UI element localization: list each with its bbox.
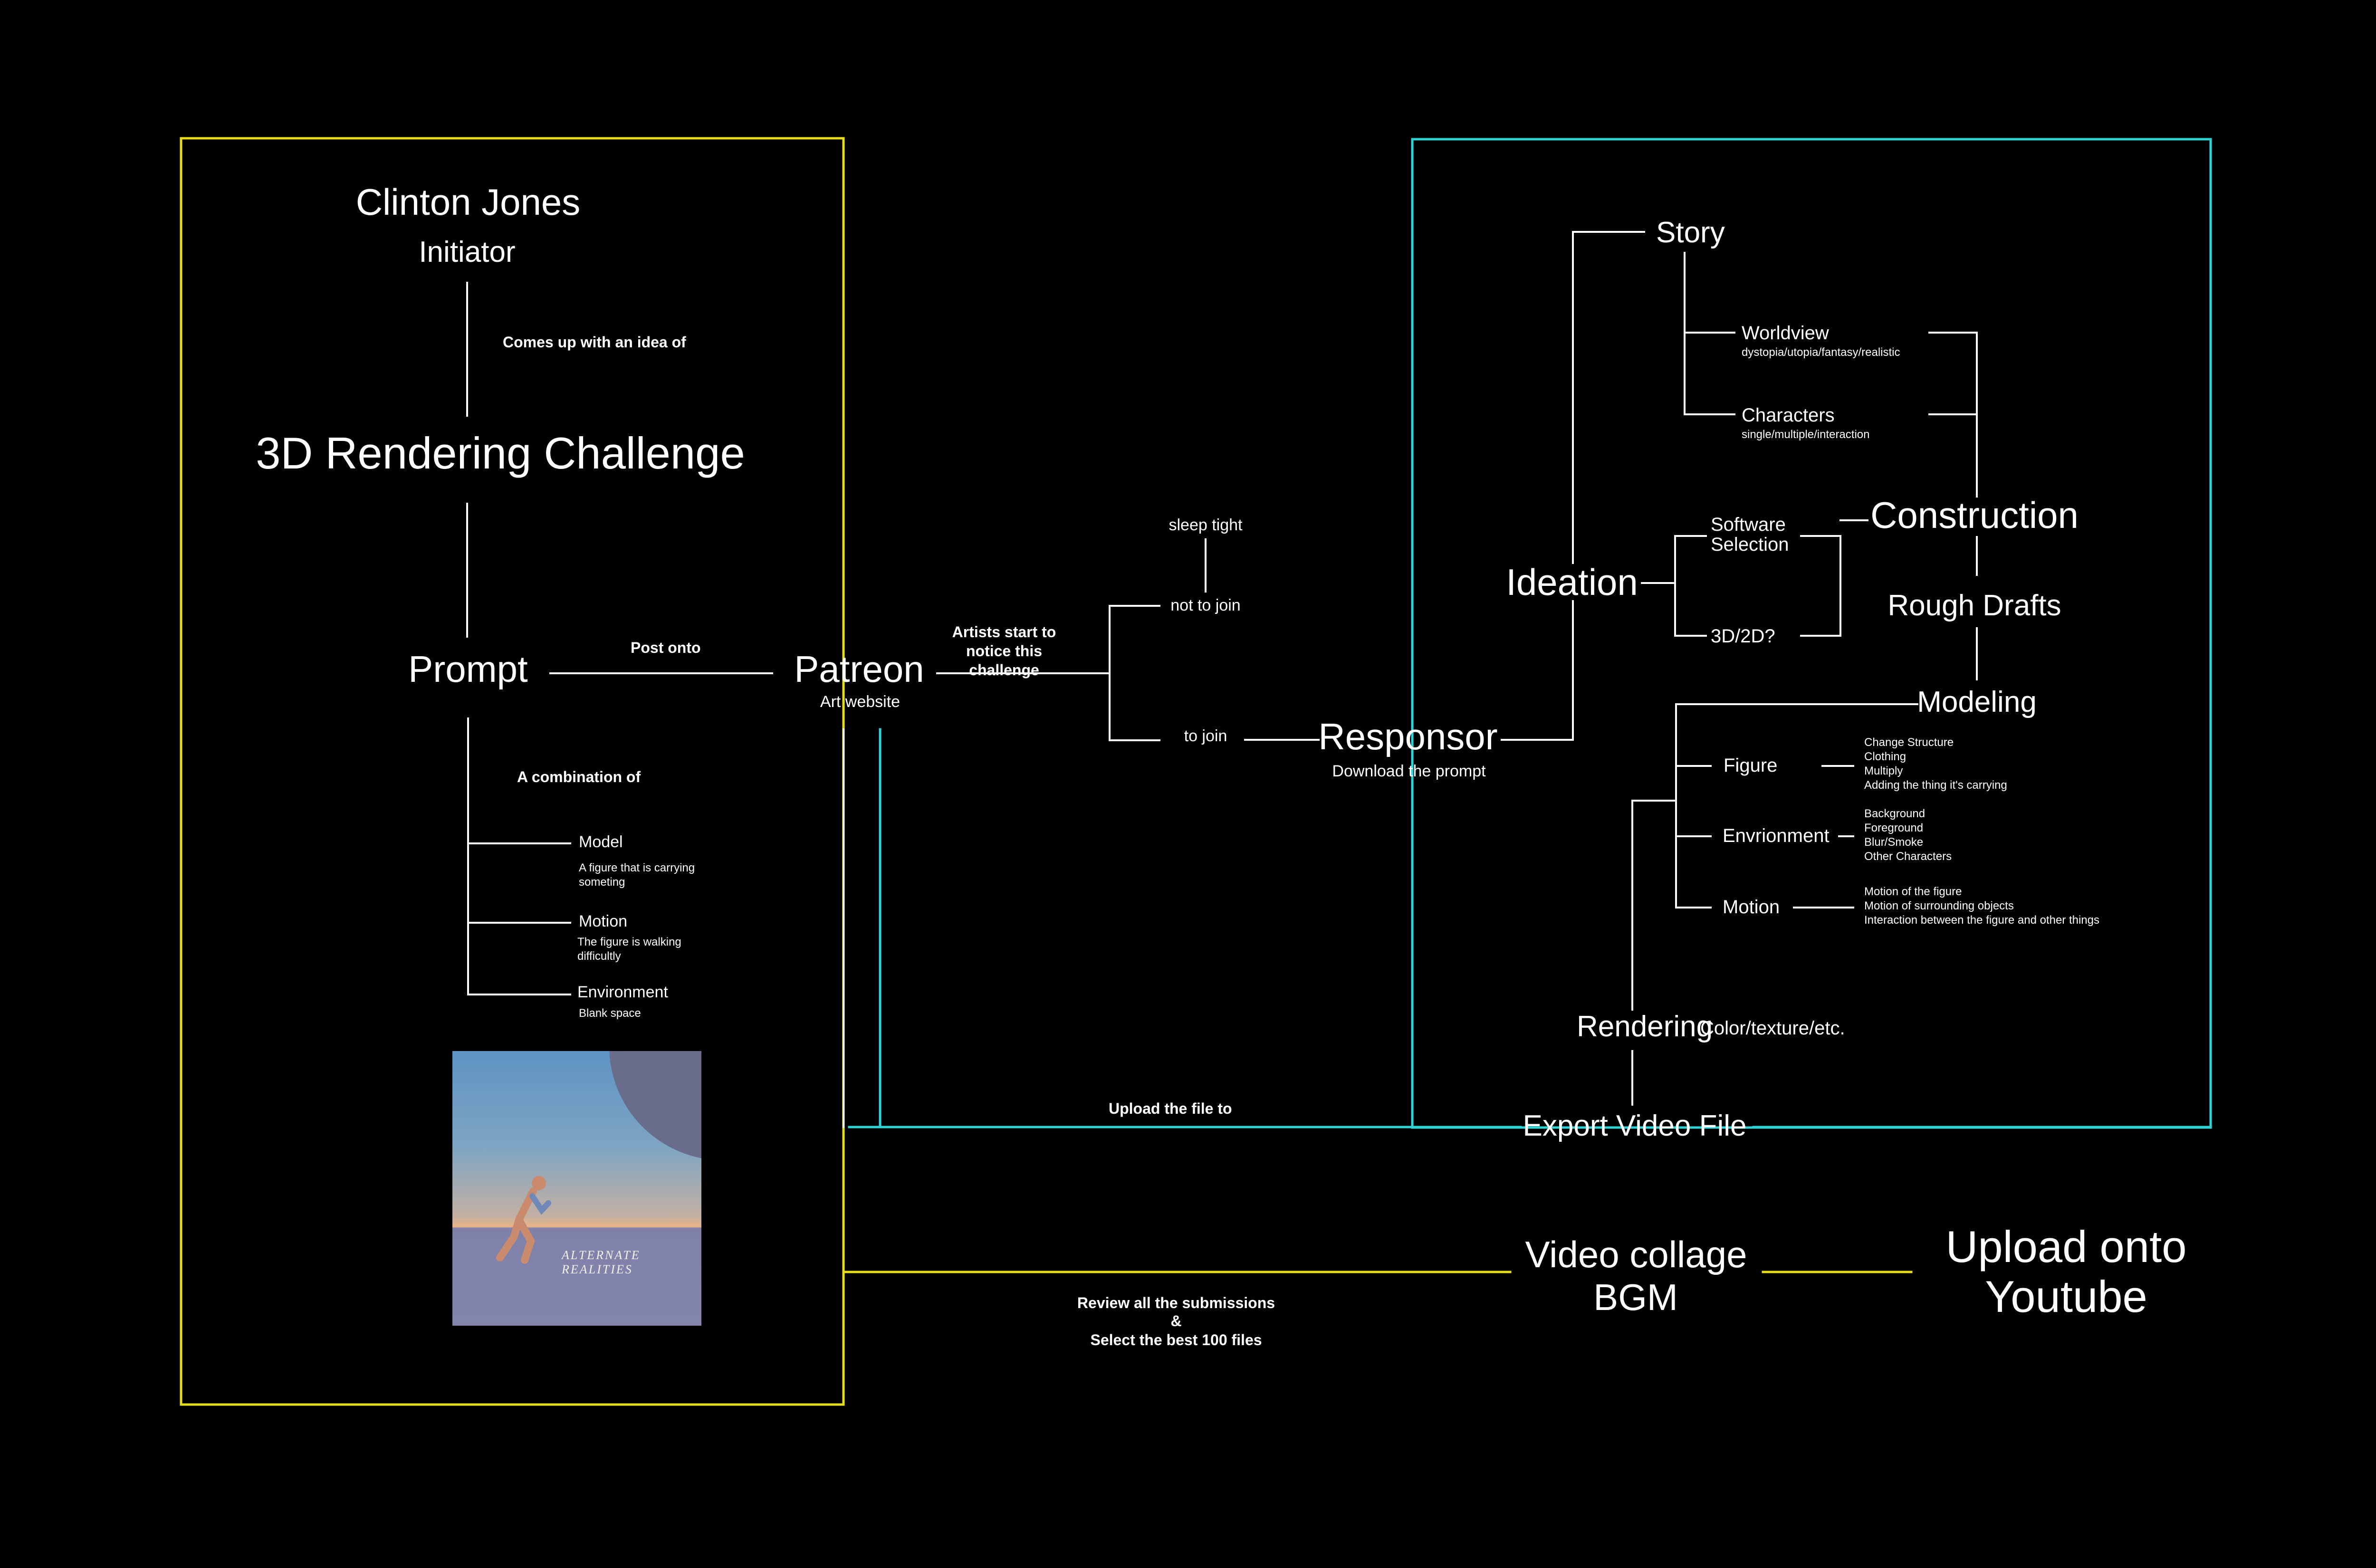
connector-story-tree	[1684, 252, 1735, 415]
branch-not-to-join: not to join	[1170, 596, 1241, 614]
connector-ideation-story	[1572, 231, 1645, 564]
edge-label-upload: Upload the file to	[1109, 1100, 1232, 1117]
ideation-node: Ideation	[1506, 561, 1638, 603]
video-collage-line1: Video collage	[1525, 1233, 1747, 1275]
edge-label-comes-up: Comes up with an idea of	[503, 334, 686, 351]
worldview-desc: dystopia/utopia/fantasy/realistic	[1742, 346, 1900, 359]
connector-responsor-ideation	[1501, 600, 1574, 741]
initiator-name: Clinton Jones	[355, 181, 581, 223]
challenge-title: 3D Rendering Challenge	[256, 428, 745, 478]
envrionment-item-4: Other Characters	[1864, 850, 1952, 863]
connector-branch	[1109, 605, 1160, 741]
branch-to-join: to join	[1184, 727, 1227, 745]
dimension-question: 3D/2D?	[1711, 626, 1775, 647]
alternate-realities-poster: ALTERNATE REALITIES	[452, 1051, 701, 1326]
edge-label-post-onto: Post onto	[631, 639, 701, 656]
prompt-motion-desc: The figure is walking difficultly	[577, 936, 681, 963]
figure-item-3: Multiply	[1864, 765, 1903, 777]
right-panel-frame	[1411, 138, 2212, 1129]
edge-label-artists: Artists start to notice this challenge	[952, 623, 1056, 679]
motion-item-1: Motion of the figure	[1864, 885, 1962, 898]
construction-node: Construction	[1870, 494, 2079, 536]
worldview-title: Worldview	[1742, 323, 1829, 344]
envrionment-title: Envrionment	[1723, 825, 1830, 846]
patreon-sub: Art website	[820, 693, 901, 711]
connector-to-construction	[1800, 535, 1841, 637]
responsor-sub: Download the prompt	[1332, 762, 1486, 780]
connector-ideation-branch	[1674, 535, 1707, 637]
prompt-node: Prompt	[408, 648, 528, 690]
story-node: Story	[1656, 216, 1725, 249]
connector-worldview-construction	[1928, 332, 1978, 497]
export-node: Export Video File	[1523, 1109, 1747, 1142]
patreon-node: Patreon	[794, 648, 924, 690]
envrionment-item-2: Foreground	[1864, 822, 1924, 834]
rough-drafts-node: Rough Drafts	[1887, 589, 2061, 622]
characters-desc: single/multiple/interaction	[1742, 428, 1870, 441]
software-selection: Software Selection	[1711, 514, 1789, 555]
prompt-model-desc: A figure that is carrying someting	[579, 861, 695, 889]
connector-modeling-tree	[1675, 703, 1918, 908]
edge-label-combination: A combination of	[517, 768, 641, 785]
figure-item-2: Clothing	[1864, 750, 1907, 763]
running-figure-icon	[496, 1176, 551, 1264]
rendering-sub: Color/texture/etc.	[1700, 1018, 1845, 1039]
envrionment-item-1: Background	[1864, 807, 1926, 820]
youtube-line2: Youtube	[1985, 1272, 2147, 1321]
rendering-node: Rendering	[1577, 1010, 1713, 1043]
figure-item-4: Adding the thing it's carrying	[1864, 779, 2007, 792]
review-line3: Select the best 100 files	[1090, 1331, 1262, 1348]
review-line2: &	[1170, 1312, 1182, 1329]
motion-title: Motion	[1723, 897, 1780, 918]
figure-item-1: Change Structure	[1864, 736, 1954, 749]
initiator-role: Initiator	[419, 236, 516, 268]
connector-tree-rendering	[1631, 800, 1677, 1011]
envrionment-item-3: Blur/Smoke	[1864, 836, 1924, 849]
motion-item-3: Interaction between the figure and other…	[1864, 914, 2099, 927]
prompt-model-title: Model	[579, 833, 623, 851]
poster-moon	[609, 1051, 701, 1160]
poster-title: ALTERNATE REALITIES	[562, 1248, 641, 1276]
modeling-node: Modeling	[1917, 686, 2037, 718]
prompt-environment-desc: Blank space	[579, 1007, 641, 1020]
youtube-line1: Upload onto	[1945, 1222, 2187, 1272]
video-collage-line2: BGM	[1593, 1276, 1678, 1318]
motion-item-2: Motion of surrounding objects	[1864, 899, 2014, 912]
review-line1: Review all the submissions	[1077, 1294, 1275, 1311]
branch-sleep-tight: sleep tight	[1169, 516, 1243, 534]
prompt-motion-title: Motion	[579, 912, 628, 930]
characters-title: Characters	[1742, 405, 1835, 426]
figure-title: Figure	[1724, 755, 1778, 776]
prompt-environment-title: Environment	[577, 983, 668, 1001]
responsor-node: Responsor	[1318, 716, 1498, 757]
